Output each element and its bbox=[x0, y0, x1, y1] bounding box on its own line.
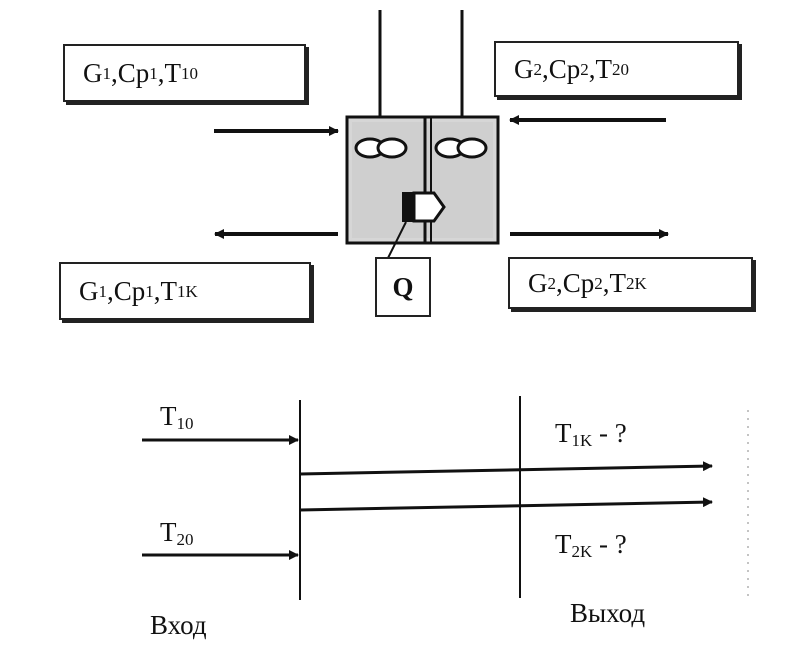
separator: , bbox=[107, 275, 114, 306]
separator: , bbox=[602, 267, 610, 298]
separator: , bbox=[588, 53, 596, 84]
heat-capacity-label: Cp bbox=[562, 267, 595, 298]
stirrer-icon bbox=[434, 137, 488, 159]
output-caption: Выход bbox=[570, 598, 646, 628]
input-caption: Вход bbox=[150, 610, 207, 640]
heat-capacity-label: Cp bbox=[117, 57, 150, 88]
heater-icon bbox=[402, 191, 446, 223]
temperature-label: T bbox=[555, 529, 572, 559]
separator: , bbox=[153, 275, 161, 306]
label-t1k: T1K - ? bbox=[555, 418, 627, 450]
flow-rate-label: G bbox=[528, 267, 548, 298]
subscript: 1K bbox=[177, 281, 198, 301]
temperature-label: T bbox=[160, 401, 177, 431]
unknown-mark: - ? bbox=[592, 529, 627, 559]
label-t10: T10 bbox=[160, 401, 194, 433]
subscript: 20 bbox=[612, 59, 630, 79]
label-t20: T20 bbox=[160, 517, 194, 549]
subscript: 2K bbox=[571, 542, 593, 561]
heater-lead bbox=[387, 221, 407, 259]
subscript: 1 bbox=[149, 63, 158, 83]
subscript: 1 bbox=[98, 281, 108, 301]
flow-rate-label: G bbox=[514, 53, 534, 84]
subscript: 10 bbox=[176, 414, 194, 433]
subscript: 2 bbox=[594, 273, 603, 293]
flow-rate-label: G bbox=[83, 57, 103, 88]
unknown-mark: - ? bbox=[592, 418, 627, 448]
separator: , bbox=[111, 57, 118, 88]
separator: , bbox=[542, 53, 549, 84]
subscript: 2 bbox=[533, 59, 543, 79]
subscript: 20 bbox=[176, 530, 194, 549]
flow-arrow-stream1 bbox=[299, 461, 713, 476]
stirrer-icon bbox=[354, 137, 408, 159]
subscript: 2K bbox=[626, 273, 647, 293]
subscript: 2 bbox=[547, 273, 557, 293]
temperature-label: T bbox=[609, 267, 627, 298]
temperature-label: T bbox=[555, 418, 572, 448]
label-t2k: T2K - ? bbox=[555, 529, 627, 561]
subscript: 1 bbox=[145, 281, 154, 301]
heat-capacity-label: Cp bbox=[548, 53, 581, 84]
subscript: 2 bbox=[580, 59, 589, 79]
heat-capacity-label: Cp bbox=[113, 275, 146, 306]
separator: , bbox=[157, 57, 165, 88]
flow-arrow-stream2 bbox=[299, 497, 713, 512]
separator: , bbox=[556, 267, 563, 298]
flow-rate-label: G bbox=[79, 275, 99, 306]
temperature-label: T bbox=[160, 517, 177, 547]
temperature-label: T bbox=[595, 53, 613, 84]
temperature-label: T bbox=[160, 275, 178, 306]
temperature-label: T bbox=[164, 57, 182, 88]
subscript: 1 bbox=[102, 63, 112, 83]
subscript: 1K bbox=[571, 431, 593, 450]
heat-source-box: Q bbox=[375, 257, 431, 317]
heat-label: Q bbox=[392, 271, 414, 302]
subscript: 10 bbox=[181, 63, 199, 83]
